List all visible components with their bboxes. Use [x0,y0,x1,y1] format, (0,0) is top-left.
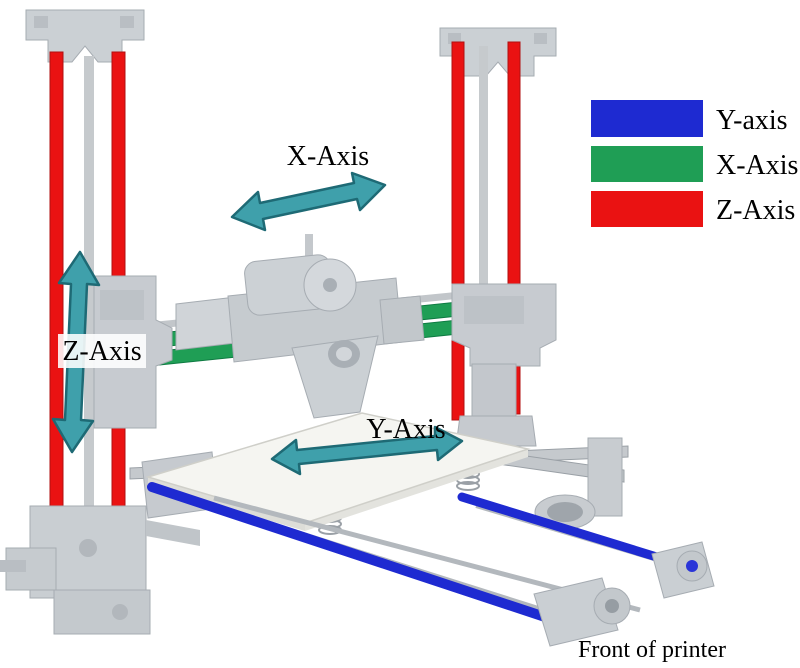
legend-swatch-z-axis [591,191,703,227]
y-rod-front [147,482,553,623]
x-axis-arrow-icon [230,171,387,232]
z-rod-right-rear [451,41,465,421]
bearing-hole [605,599,619,613]
carriage-detail [464,296,524,324]
bolt-detail [448,33,461,44]
front-of-printer-label: Front of printer [578,637,726,663]
bed-edge-right [305,449,528,531]
legend-label-x-axis: X-Axis [716,150,798,181]
bearing-block-front [533,577,619,647]
bearing-hole-blue [686,560,698,572]
x-axis-label: X-Axis [287,141,369,172]
z-motor-base-left [53,589,151,635]
z-rod-left-rear [49,51,64,569]
round-cup-hole [547,502,583,522]
y-axis-arrow-icon [270,425,464,476]
left-tower-top-bracket [25,9,145,63]
legend-swatch-y-axis [591,100,703,137]
left-stub [0,560,26,572]
right-smooth-rod [479,46,488,284]
frame-post [587,437,623,517]
bolt-detail [34,16,48,28]
y-axis-label: Y-Axis [366,414,445,445]
extruder-pin [305,234,313,262]
legend-swatch-x-axis [591,146,703,182]
legend-label-z-axis: Z-Axis [716,195,795,226]
bed-edge-front [148,477,305,531]
bracket-hole-inner [336,347,352,361]
carriage-detail [100,290,144,320]
left-frame-tab [146,520,200,546]
motor-detail [112,604,128,620]
motor-shaft [323,278,337,292]
legend-label-y-axis: Y-axis [716,105,788,136]
bolt-detail [534,33,547,44]
right-support [471,363,517,421]
motor-detail [79,539,97,557]
extruder-side-block [379,295,425,345]
z-axis-label: Z-Axis [62,336,141,367]
y-rod-rear [457,492,691,571]
legend: Y-axis X-Axis Z-Axis [591,100,798,227]
z-axis-label-bg [58,334,146,368]
bolt-detail [120,16,134,28]
